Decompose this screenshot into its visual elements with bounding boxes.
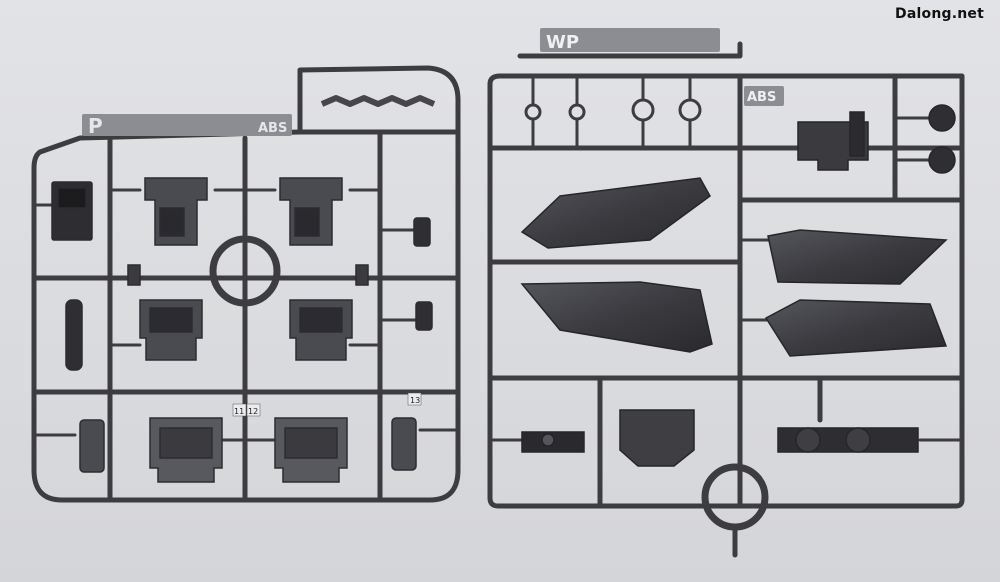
left-runner-parts <box>51 177 433 483</box>
chain-part <box>320 95 436 107</box>
left-runner <box>31 65 461 503</box>
left-runner-material: ABS <box>258 121 287 136</box>
part-number-11: 11 <box>234 407 244 416</box>
right-runner-tag: WP ABS <box>540 28 784 106</box>
watermark-text: Dalong.net <box>895 6 984 22</box>
part-number-12: 12 <box>248 407 258 416</box>
left-runner-letter: P <box>88 114 103 138</box>
right-runner-material: ABS <box>747 90 776 105</box>
right-runner-parts <box>520 104 956 467</box>
right-runner-letter: WP <box>546 32 579 53</box>
part-number-13: 13 <box>410 396 420 405</box>
left-runner-tag: P ABS <box>82 114 292 138</box>
part-number-tags: 11 12 13 <box>232 392 422 417</box>
right-runner <box>487 41 965 558</box>
